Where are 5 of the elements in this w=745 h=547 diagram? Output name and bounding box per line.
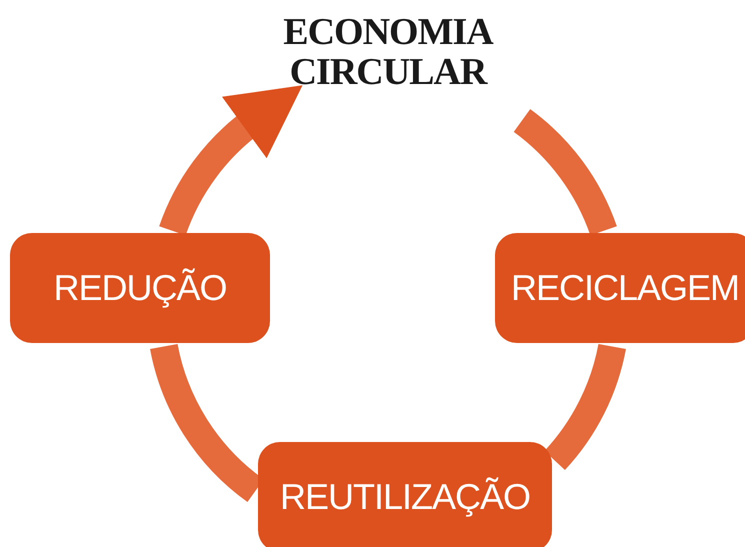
step-box: REUTILIZAÇÃO [258,442,552,547]
step-box: RECICLAGEM [495,233,745,343]
title: ECONOMIA CIRCULAR [282,12,494,92]
step-box: REDUÇÃO [10,233,270,343]
curved-connector [544,343,626,470]
